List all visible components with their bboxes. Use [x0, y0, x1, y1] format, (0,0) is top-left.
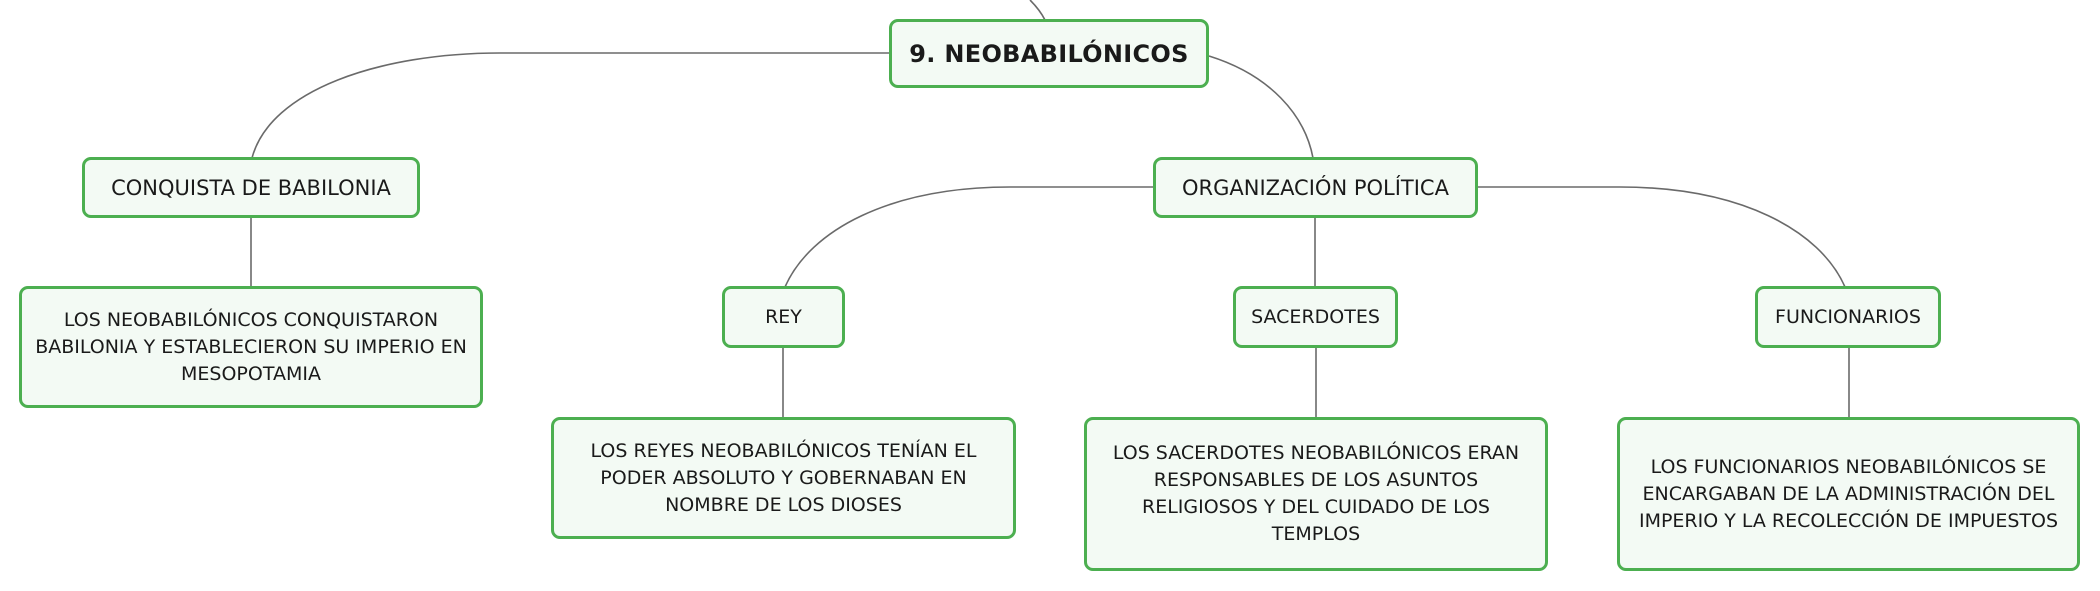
branch-node-conquista-label: CONQUISTA DE BABILONIA [111, 175, 391, 200]
branch-node-conquista[interactable]: CONQUISTA DE BABILONIA [82, 157, 420, 218]
description-node-conquista[interactable]: LOS NEOBABILÓNICOS CONQUISTARON BABILONI… [19, 286, 483, 408]
branch-node-organizacion[interactable]: ORGANIZACIÓN POLÍTICA [1153, 157, 1478, 218]
root-node-label: 9. NEOBABILÓNICOS [909, 39, 1189, 68]
description-node-funcionarios-text: LOS FUNCIONARIOS NEOBABILÓNICOS SE ENCAR… [1638, 455, 2059, 532]
description-node-funcionarios[interactable]: LOS FUNCIONARIOS NEOBABILÓNICOS SE ENCAR… [1617, 417, 2080, 571]
sub-node-funcionarios-label: FUNCIONARIOS [1775, 306, 1921, 328]
connector-organizacion-to-funcionarios [1478, 186, 1846, 288]
sub-node-sacerdotes-label: SACERDOTES [1251, 306, 1380, 328]
description-node-sacerdotes[interactable]: LOS SACERDOTES NEOBABILÓNICOS ERAN RESPO… [1084, 417, 1548, 571]
branch-node-organizacion-label: ORGANIZACIÓN POLÍTICA [1182, 175, 1449, 200]
sub-node-rey-label: REY [765, 306, 802, 328]
root-node[interactable]: 9. NEOBABILÓNICOS [889, 19, 1209, 88]
sub-node-rey[interactable]: REY [722, 286, 845, 348]
description-node-rey-text: LOS REYES NEOBABILÓNICOS TENÍAN EL PODER… [590, 439, 977, 516]
connector-organizacion-to-rey [784, 186, 1153, 288]
connector-root-to-conquista [251, 52, 889, 159]
connector-parent-to-root [1029, 0, 1046, 21]
connector-root-to-organizacion [1208, 55, 1314, 159]
sub-node-funcionarios[interactable]: FUNCIONARIOS [1755, 286, 1941, 348]
description-node-sacerdotes-text: LOS SACERDOTES NEOBABILÓNICOS ERAN RESPO… [1112, 442, 1520, 545]
description-node-rey[interactable]: LOS REYES NEOBABILÓNICOS TENÍAN EL PODER… [551, 417, 1016, 539]
sub-node-sacerdotes[interactable]: SACERDOTES [1233, 286, 1398, 348]
description-node-conquista-text: LOS NEOBABILÓNICOS CONQUISTARON BABILONI… [35, 308, 467, 385]
